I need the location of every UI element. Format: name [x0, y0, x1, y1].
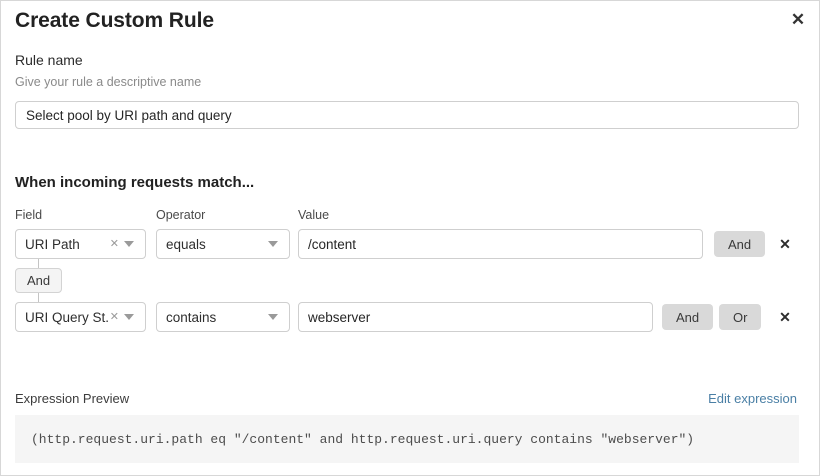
- add-and-condition-button-2[interactable]: And: [662, 304, 714, 330]
- operator-select-1-value: equals: [166, 236, 206, 252]
- close-icon[interactable]: ✕: [785, 6, 811, 32]
- condition-row: URI Path ✕ equals And ✕: [1, 229, 819, 259]
- operator-select-2[interactable]: contains: [156, 302, 290, 332]
- field-select-1-value: URI Path: [25, 236, 80, 252]
- column-header-operator: Operator: [156, 208, 206, 222]
- value-input-1[interactable]: [298, 229, 703, 259]
- delete-condition-button-1[interactable]: ✕: [776, 233, 794, 255]
- group-logic-and-badge[interactable]: And: [15, 268, 63, 293]
- operator-select-1[interactable]: equals: [156, 229, 290, 259]
- clear-icon[interactable]: ✕: [109, 237, 119, 250]
- match-section-heading: When incoming requests match...: [15, 174, 255, 191]
- delete-condition-button-2[interactable]: ✕: [776, 306, 794, 328]
- field-select-2-value: URI Query St...: [25, 309, 108, 325]
- rule-name-help-text: Give your rule a descriptive name: [15, 75, 202, 89]
- rule-name-label: Rule name: [15, 52, 83, 68]
- expression-preview-label: Expression Preview: [15, 391, 130, 406]
- column-header-value: Value: [298, 208, 330, 222]
- operator-select-2-value: contains: [166, 309, 217, 325]
- rule-name-input[interactable]: [15, 101, 799, 129]
- condition-row: URI Query St... ✕ contains And Or ✕: [1, 302, 819, 332]
- chevron-down-icon[interactable]: [268, 314, 278, 320]
- chevron-down-icon[interactable]: [124, 241, 134, 247]
- chevron-down-icon[interactable]: [124, 314, 134, 320]
- field-select-1[interactable]: URI Path ✕: [15, 229, 146, 259]
- chevron-down-icon[interactable]: [268, 241, 278, 247]
- edit-expression-link[interactable]: Edit expression: [708, 391, 797, 406]
- value-input-2[interactable]: [298, 302, 653, 332]
- expression-preview-code: (http.request.uri.path eq "/content" and…: [15, 415, 799, 463]
- clear-icon[interactable]: ✕: [109, 310, 119, 323]
- column-header-field: Field: [15, 208, 43, 222]
- page-title: Create Custom Rule: [15, 9, 214, 32]
- add-or-condition-button-2[interactable]: Or: [719, 304, 762, 330]
- field-select-2[interactable]: URI Query St... ✕: [15, 302, 146, 332]
- add-and-condition-button-1[interactable]: And: [714, 231, 766, 257]
